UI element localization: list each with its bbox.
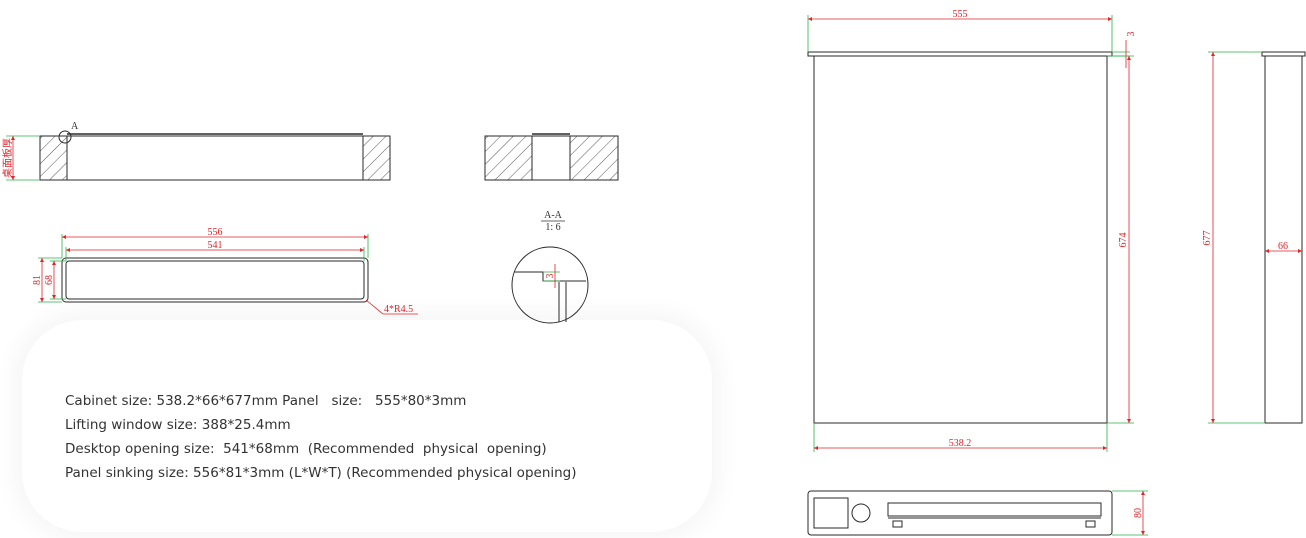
dim-66: 66: [1278, 241, 1288, 252]
panel-top-view: 80: [807, 490, 1148, 536]
detail-dim-3: 3: [545, 274, 556, 279]
knob-circle: [851, 503, 871, 523]
dim-677: 677: [1202, 231, 1213, 246]
right-hatch: [362, 135, 391, 181]
detail-marker-a: A: [71, 121, 79, 132]
dim-674: 674: [1118, 233, 1129, 248]
dim-538-2: 538.2: [949, 438, 972, 449]
panel-top: [807, 51, 1113, 57]
left-hatch: [39, 135, 68, 181]
cabinet-side-view: 677 66: [1202, 51, 1306, 424]
dim-81: 81: [32, 275, 43, 285]
spec-desktop-opening: Desktop opening size: 541*68mm (Recommen…: [65, 441, 547, 457]
cabinet-body: [813, 55, 1108, 424]
dim-80: 80: [1133, 508, 1144, 518]
opening-top-view: 556 541 81 68 4*R4.5: [32, 227, 418, 315]
detail-a-circle: [58, 130, 72, 144]
display-window: [813, 497, 849, 529]
dim-556: 556: [208, 227, 223, 238]
detail-a-a: A-A 1: 6 3: [511, 210, 589, 324]
detail-scale: 1: 6: [545, 222, 560, 233]
cabinet-front-view: 555 3 674 538.2: [807, 9, 1137, 452]
desktop-section-view: A 桌面板厚: [1, 121, 391, 181]
dim-555: 555: [953, 9, 968, 20]
lift-slot: [887, 502, 1102, 517]
dim-3: 3: [1126, 32, 1137, 37]
spec-lifting-window: Lifting window size: 388*25.4mm: [65, 417, 291, 433]
detail-title: A-A: [544, 210, 563, 221]
spec-panel-sinking: Panel sinking size: 556*81*3mm (L*W*T) (…: [65, 465, 577, 481]
dim-541: 541: [208, 240, 223, 251]
dim-68: 68: [44, 275, 55, 285]
spec-cabinet-size: Cabinet size: 538.2*66*677mm Panel size:…: [65, 393, 467, 409]
thickness-label: 桌面板厚: [1, 138, 14, 178]
specs-list: Cabinet size: 538.2*66*677mm Panel size:…: [65, 389, 577, 485]
opening-section-view: [484, 133, 619, 181]
radius-note: 4*R4.5: [384, 304, 413, 315]
specs-card: [22, 320, 712, 532]
